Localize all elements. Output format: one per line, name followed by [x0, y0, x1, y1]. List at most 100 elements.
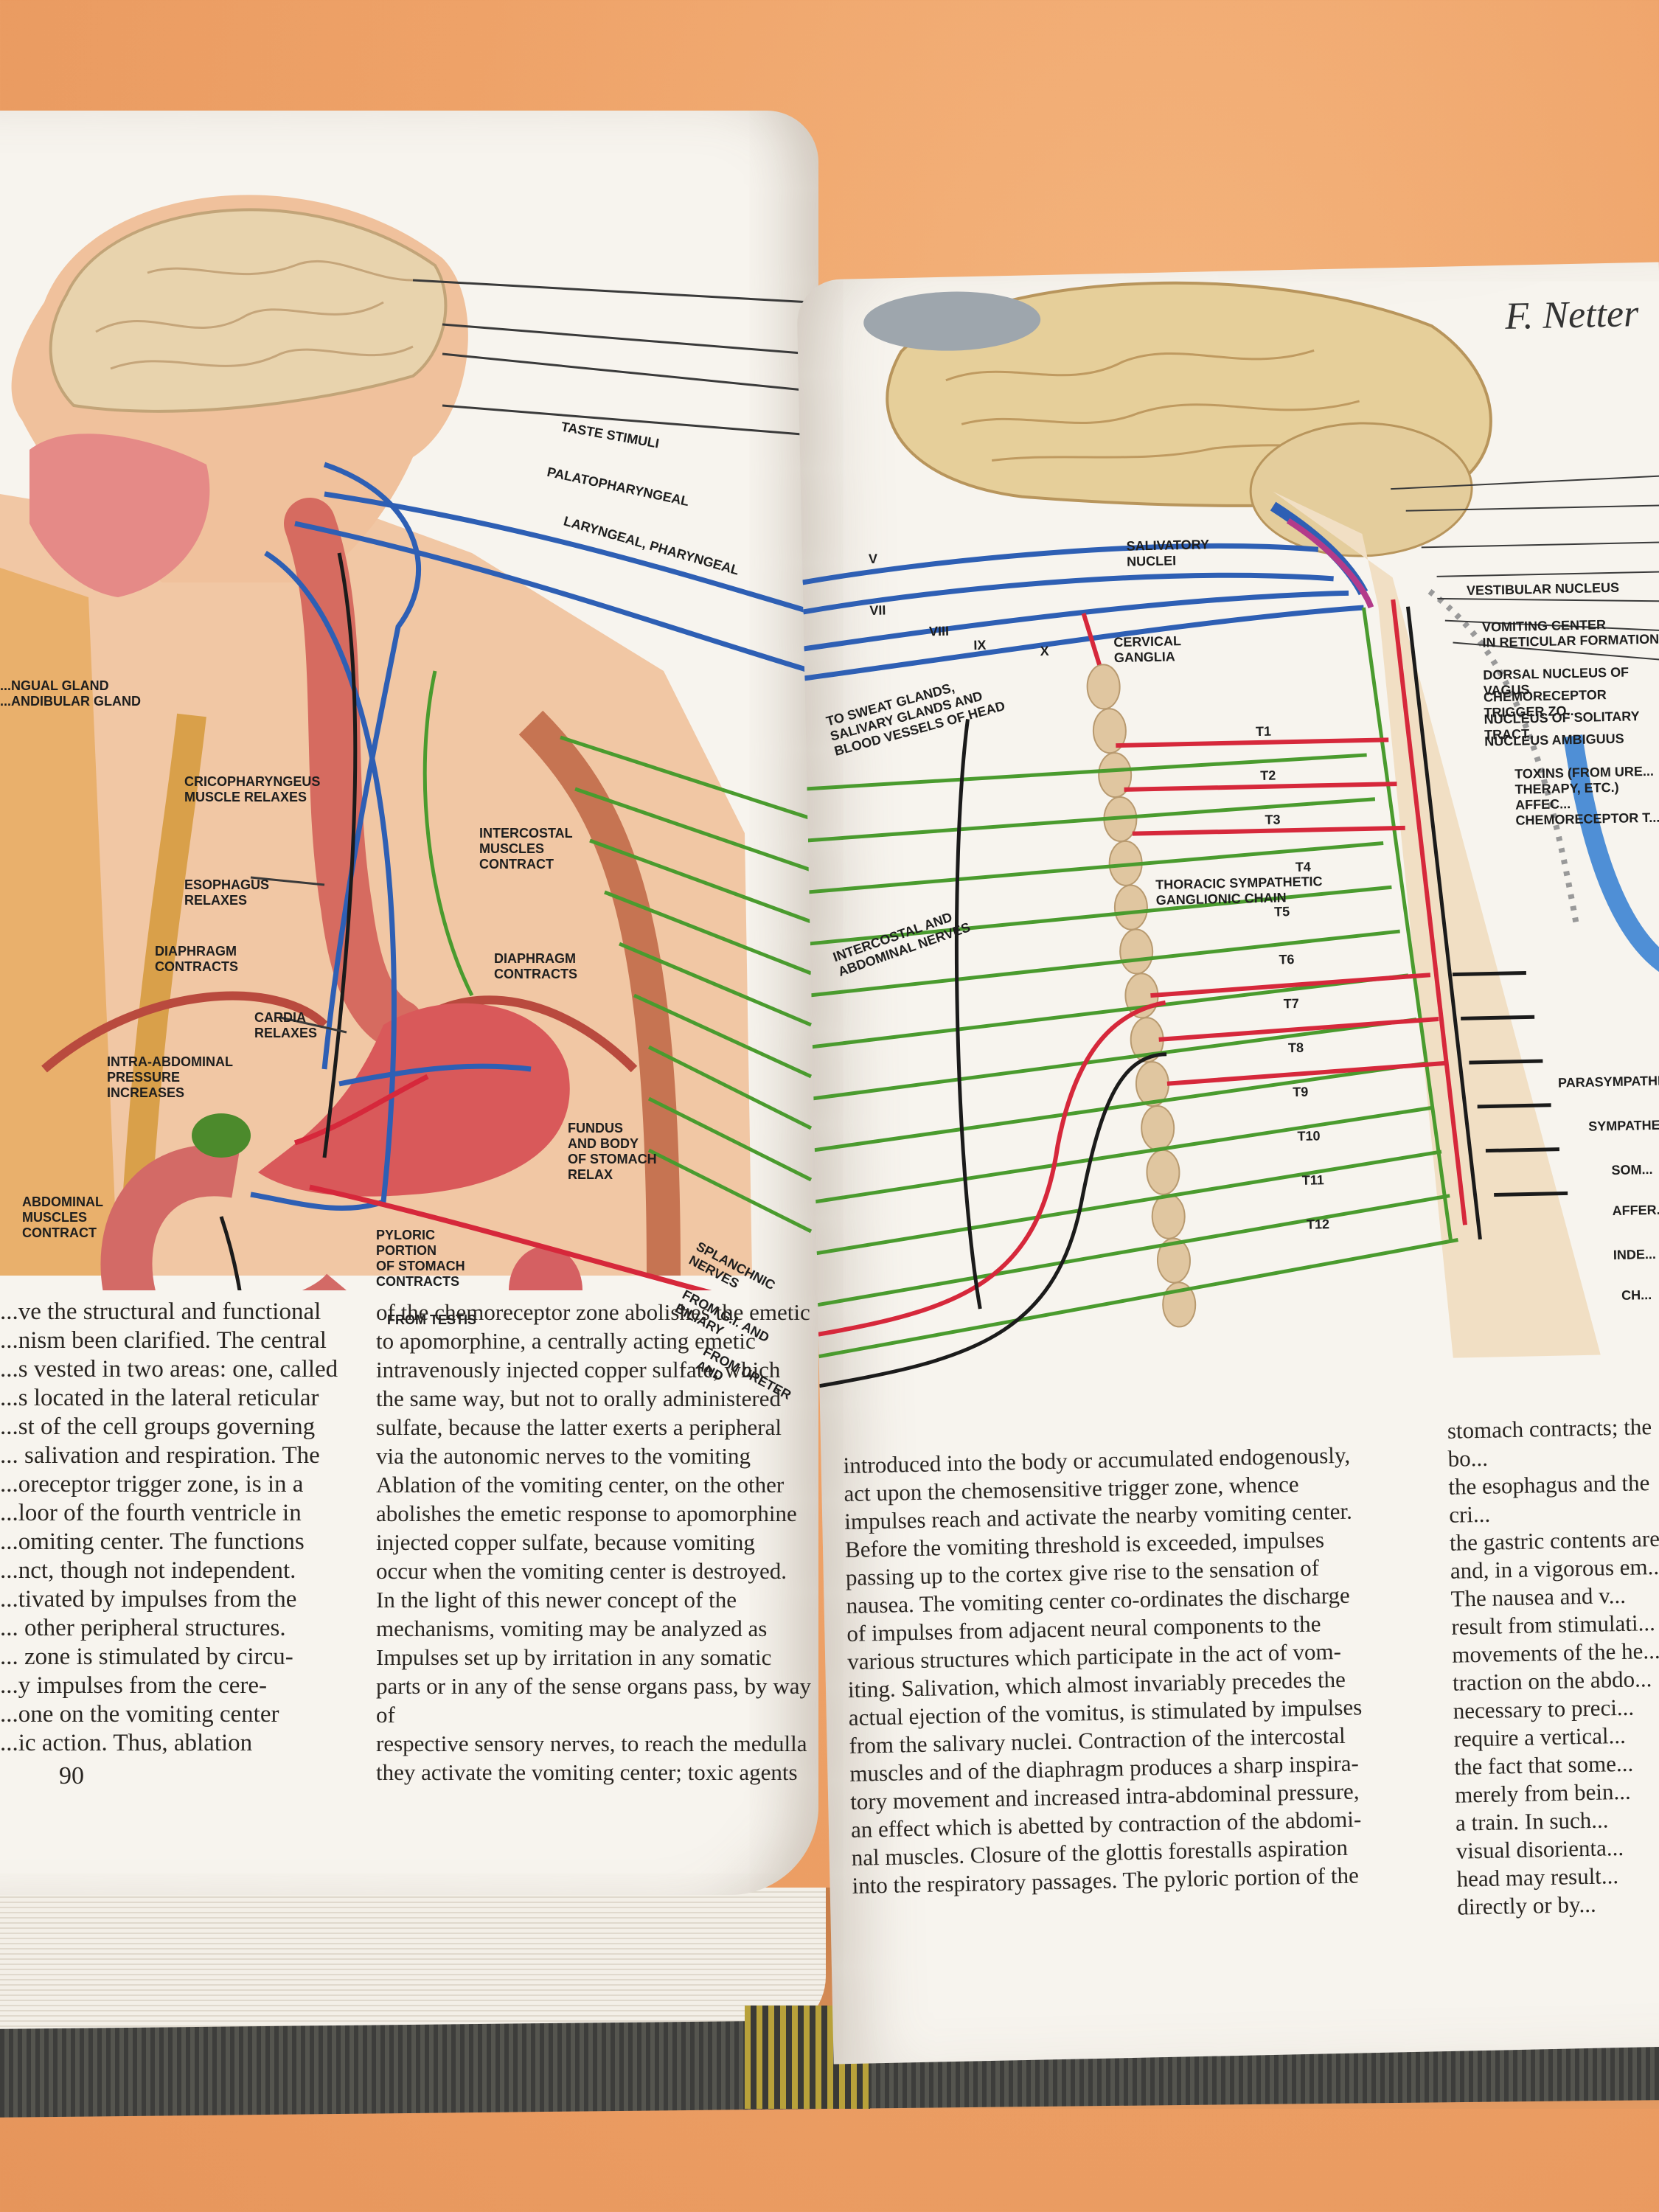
- text-line: the gastric contents are...: [1449, 1525, 1659, 1556]
- text-line: ...one on the vomiting center: [0, 1701, 279, 1728]
- label-abdominal: ABDOMINAL MUSCLES CONTRACT: [22, 1194, 103, 1240]
- page-number: 90: [59, 1762, 84, 1790]
- text-line: respective sensory nerves, to reach the …: [376, 1731, 807, 1756]
- segment-label: T9: [1292, 1084, 1309, 1100]
- segment-label: T3: [1265, 812, 1281, 827]
- text-line: traction on the abdo...: [1452, 1666, 1652, 1696]
- right-page: F. Netter CERVICAL GANGLIA TO SWEAT GLAN…: [796, 262, 1659, 2065]
- label-thoracic: THORACIC SYMPATHETIC GANGLIONIC CHAIN: [1155, 874, 1323, 908]
- somatic-paths: [422, 670, 813, 1234]
- duodenum: [100, 1144, 347, 1290]
- stomach: [258, 1003, 570, 1197]
- text-line: parts or in any of the sense organs pass…: [376, 1673, 811, 1728]
- label-cricopharyngeus: CRICOPHARYNGEUS MUSCLE RELAXES: [184, 774, 321, 804]
- spinal-cord-column: [1273, 491, 1601, 1358]
- label-esophagus: ESOPHAGUS RELAXES: [184, 877, 270, 908]
- torso-side: [0, 568, 118, 1276]
- text-line: require a vertical...: [1453, 1722, 1627, 1752]
- legend-parasympathetic: PARASYMPATHET...: [1557, 1073, 1659, 1091]
- right-text-column-1: introduced into the body or accumulated …: [843, 1439, 1435, 1899]
- label-glands: ...NGUAL GLAND ...ANDIBULAR GLAND: [0, 678, 141, 709]
- text-line: ...st of the cell groups governing: [0, 1413, 316, 1440]
- text-line: to apomorphine, a centrally acting emeti…: [376, 1328, 756, 1354]
- text-line: ...omiting center. The functions: [0, 1528, 305, 1555]
- label-vomiting-center: VOMITING CENTER IN RETICULAR FORMATION: [1481, 617, 1659, 650]
- text-line: ...loor of the fourth ventricle in: [0, 1500, 302, 1526]
- legend-somatic: SOM...: [1611, 1161, 1653, 1178]
- text-line: intravenously injected copper sulfate, w…: [376, 1357, 781, 1382]
- text-line: ...s located in the lateral reticular: [0, 1385, 319, 1411]
- sympathetic-paths: [293, 1074, 712, 1290]
- legend-sympathetic: SYMPATHE...: [1588, 1117, 1659, 1134]
- label-diaphragm-right: DIAPHRAGM CONTRACTS: [494, 951, 577, 981]
- text-line: of the chemoreceptor zone abolishes the …: [376, 1299, 810, 1325]
- segment-label: T11: [1301, 1172, 1324, 1188]
- cranial-nerve-label: V: [868, 551, 878, 567]
- label-intra-abdominal: INTRA-ABDOMINAL PRESSURE INCREASES: [107, 1054, 233, 1100]
- legend-chemoreceptor: CH...: [1621, 1287, 1652, 1303]
- digestive-anatomy-illustration: [0, 195, 813, 1290]
- label-vestibular: VESTIBULAR NUCLEUS: [1466, 580, 1620, 599]
- text-line: In the light of this newer concept of th…: [376, 1587, 737, 1613]
- gallbladder: [192, 1113, 251, 1158]
- legend-indefinite: INDE...: [1613, 1246, 1657, 1263]
- text-line: the fact that some...: [1454, 1750, 1634, 1780]
- text-line: The nausea and v...: [1450, 1582, 1627, 1612]
- blood-vessel: [1563, 734, 1659, 978]
- text-line: sulfate, because the latter exerts a per…: [376, 1414, 782, 1440]
- nervous-system-illustration: [801, 281, 1659, 1388]
- cranial-nerve-label: IX: [973, 637, 987, 653]
- text-line: stomach contracts; the bo...: [1447, 1413, 1652, 1472]
- text-line: necessary to preci...: [1453, 1694, 1635, 1724]
- text-line: merely from bein...: [1454, 1778, 1631, 1808]
- cranial-nerve-paths: [801, 543, 1364, 681]
- text-line: ... salivation and respiration. The: [0, 1442, 320, 1469]
- left-page: ...NGUAL GLAND ...ANDIBULAR GLAND CRICOP…: [0, 111, 818, 1895]
- parasympathetic-paths: [250, 462, 813, 1211]
- text-line: injected copper sulfate, because vomitin…: [376, 1529, 755, 1555]
- text-line: head may result...: [1456, 1863, 1619, 1892]
- sympathetic-nerve-paths: [818, 599, 1468, 1337]
- text-line: a train. In such...: [1455, 1806, 1609, 1836]
- cranial-nerve-label: VIII: [928, 623, 950, 639]
- ribs-right: [518, 710, 681, 1276]
- text-line: ... zone is stimulated by circu-: [0, 1644, 293, 1670]
- text-line: ...ic action. Thus, ablation: [0, 1730, 253, 1756]
- text-line: mechanisms, vomiting may be analyzed as: [376, 1615, 768, 1641]
- text-line: ...y impulses from the cere-: [0, 1672, 267, 1699]
- text-line: and, in a vigorous em...: [1450, 1553, 1659, 1584]
- label-toxins: TOXINS (FROM URE... THERAPY, etc.) AFFEC…: [1514, 763, 1659, 828]
- sympathetic-ganglionic-chain: [1086, 664, 1197, 1328]
- text-line: occur when the vomiting center is destro…: [376, 1558, 787, 1584]
- legend-afferent: AFFER...: [1612, 1202, 1659, 1219]
- segment-label: T2: [1260, 768, 1276, 783]
- label-intercostal: INTERCOSTAL MUSCLES CONTRACT: [479, 826, 573, 872]
- cranial-nerve-label: X: [1040, 643, 1049, 659]
- label-salivatory: SALIVATORY NUCLEI: [1126, 537, 1210, 569]
- text-line: visual disorienta...: [1455, 1834, 1624, 1864]
- text-line: abolishes the emetic response to apomorp…: [376, 1500, 797, 1526]
- text-line: result from stimulati...: [1451, 1610, 1656, 1640]
- text-line: ...oreceptor trigger zone, is in a: [0, 1471, 304, 1498]
- text-line: Ablation of the vomiting center, on the …: [376, 1472, 785, 1498]
- segment-label: T4: [1295, 859, 1312, 874]
- text-line: ... other peripheral structures.: [0, 1615, 286, 1641]
- afferent-nerve-paths: [818, 606, 1568, 1388]
- text-line: ...s vested in two areas: one, called: [0, 1356, 338, 1382]
- label-ambiguus: NUCLEUS AMBIGUUS: [1484, 731, 1624, 749]
- label-cervical: CERVICAL GANGLIA: [1113, 633, 1182, 666]
- right-text-column-2: stomach contracts; the bo... the esophag…: [1447, 1412, 1659, 1921]
- intercostal-nerve-paths: [807, 607, 1458, 1359]
- left-text-column-2: of the chemoreceptor zone abolishes the …: [376, 1298, 811, 1787]
- text-line: they activate the vomiting center; toxic…: [376, 1759, 798, 1785]
- segment-label: T6: [1279, 952, 1295, 967]
- text-line: the same way, but not to orally administ…: [376, 1385, 781, 1411]
- label-pyloric: PYLORIC PORTION OF STOMACH CONTRACTS: [376, 1228, 465, 1289]
- left-spine-column: [118, 713, 206, 1277]
- kidney: [509, 1246, 582, 1290]
- segment-label: T12: [1306, 1217, 1330, 1232]
- label-testis: FROM TESTIS: [387, 1312, 476, 1327]
- afferent-paths: [219, 552, 358, 1290]
- brainstem-nuclei-purple: [1286, 518, 1374, 609]
- segment-label: T7: [1283, 995, 1299, 1012]
